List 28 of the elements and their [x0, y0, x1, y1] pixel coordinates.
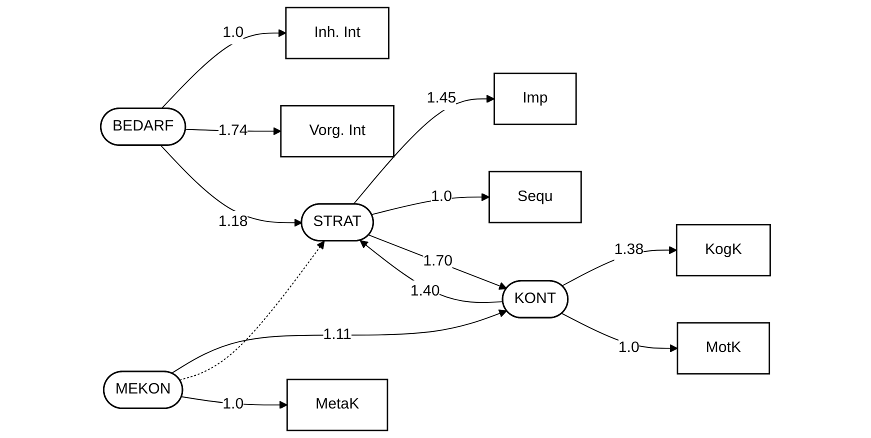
node-box: Imp: [494, 72, 577, 126]
edge-label: 1.40: [410, 283, 440, 300]
edge-label: 1.74: [218, 122, 248, 139]
edge-label: 1.0: [222, 396, 244, 413]
arrow: [179, 240, 325, 381]
node-box: MetaK: [286, 378, 388, 432]
node-box: Vorg. Int: [280, 105, 394, 158]
edge-label: 1.0: [618, 340, 640, 356]
node-box: MotK: [676, 322, 770, 375]
node-box: Inh. Int: [285, 6, 390, 60]
arrow: [352, 94, 495, 205]
arrow: [160, 145, 302, 227]
node-box: KogK: [676, 224, 771, 276]
edge-label: 1.45: [426, 90, 456, 106]
edge-label: 1.70: [423, 253, 453, 270]
arrow: [171, 310, 508, 374]
arrow: [371, 192, 490, 216]
arrow: [181, 396, 288, 410]
edge-label: 1.18: [218, 214, 248, 230]
arrow: [368, 234, 508, 290]
arrow: [562, 313, 678, 352]
arrow: [360, 240, 504, 304]
edge-label: 1.0: [222, 24, 244, 41]
arrow: [160, 28, 286, 110]
edge-label: 1.11: [323, 326, 352, 343]
node-box: Sequ: [488, 170, 582, 224]
edge-label: 1.38: [614, 242, 644, 258]
edge-label: 1.0: [431, 188, 452, 205]
